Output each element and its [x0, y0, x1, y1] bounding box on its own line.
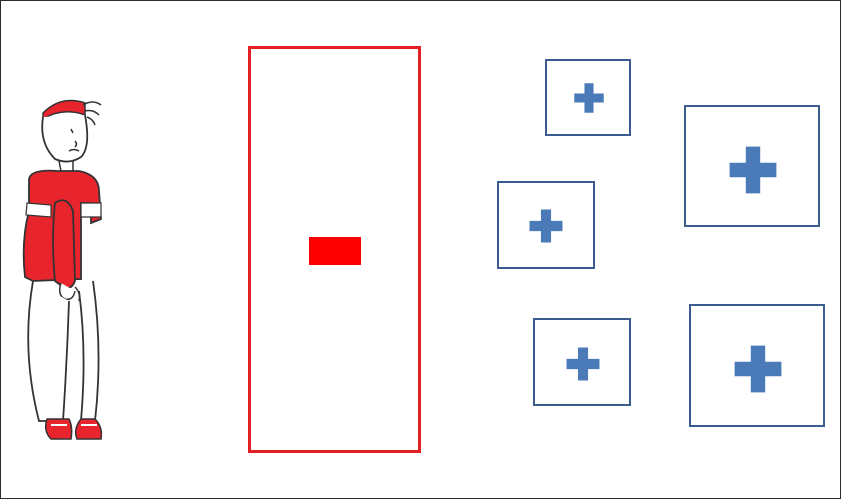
positive-card [684, 105, 820, 227]
positive-card [497, 181, 595, 269]
plus-icon [564, 345, 602, 383]
plus-icon [726, 143, 780, 197]
plus-icon [527, 207, 565, 245]
positive-card [689, 304, 825, 427]
positive-card [545, 59, 631, 136]
negative-card [248, 46, 421, 453]
plus-icon [572, 81, 606, 115]
plus-icon [731, 342, 785, 396]
positive-card [533, 318, 631, 406]
minus-icon [309, 237, 361, 265]
cartoon-person-icon [11, 91, 121, 451]
